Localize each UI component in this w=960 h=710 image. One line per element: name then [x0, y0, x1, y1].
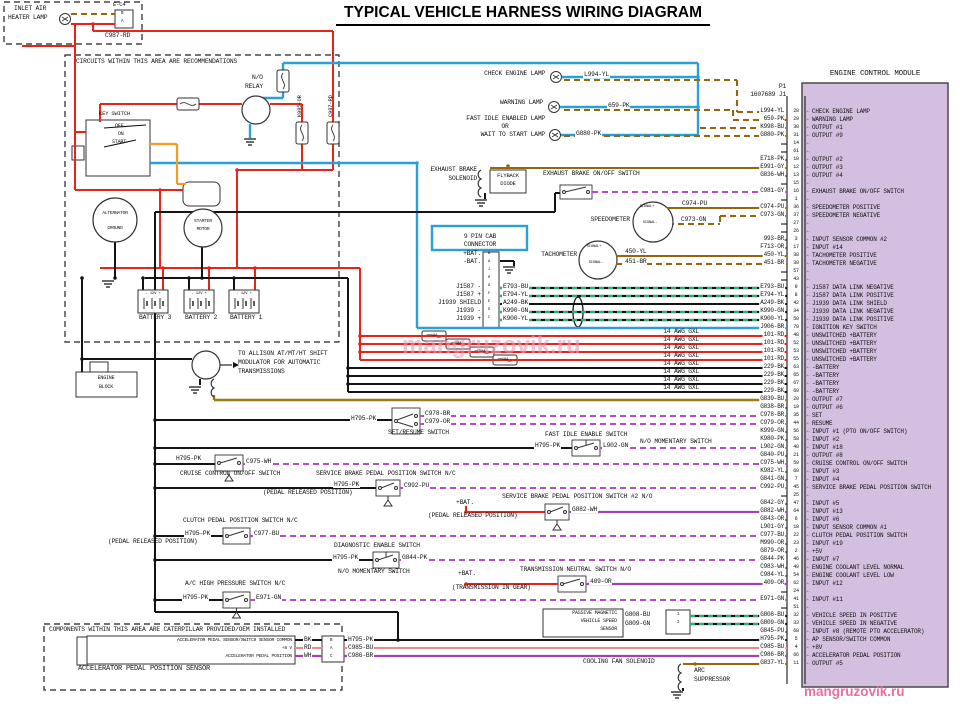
junction-dot [153, 534, 157, 538]
ac-pressure-switch-icon [231, 611, 242, 619]
junction-dot [153, 462, 157, 466]
check-engine-lamp-icon [552, 74, 560, 80]
service-brake-switch2-icon [552, 523, 562, 531]
accel-pedal-sensor-box [86, 635, 296, 665]
junction-dot [113, 276, 117, 280]
cruise-switch-icon [224, 474, 234, 482]
ac-pressure-switch-icon [227, 594, 245, 601]
wire [103, 139, 137, 148]
junction-dot [253, 266, 257, 270]
ac-pressure-switch-icon [244, 598, 248, 602]
set-resume-switch-icon [396, 413, 414, 421]
service-brake-switch2-icon [563, 510, 567, 514]
cruise-switch-icon [237, 461, 241, 465]
flyback-diode-box [489, 169, 527, 194]
junction-dot [91, 22, 95, 26]
ground-icon [189, 386, 201, 394]
junction-dot [464, 582, 468, 586]
warning-lamp-icon [550, 104, 558, 110]
arc-suppressor-resistor-icon [210, 378, 216, 398]
exhaust-brake-solenoid-icon [477, 169, 483, 198]
e-c4-connector [114, 9, 134, 29]
junction-dot [153, 598, 157, 602]
junction-dot [153, 558, 157, 562]
set-resume-switch-icon [396, 421, 414, 428]
junction-dot [158, 188, 162, 192]
shift-modulator-relay-icon [191, 350, 221, 380]
junction-dot [464, 510, 468, 514]
cruise-switch-icon [219, 457, 238, 464]
set-resume-switch-icon [394, 419, 398, 423]
junction-dot [153, 418, 157, 422]
ecm-box [801, 82, 949, 688]
vehicle-speed-sensor-box [542, 608, 624, 638]
service-brake-switch-icon [380, 482, 395, 489]
inlet-air-heater-lamp-icon [61, 16, 69, 22]
junction-dot [161, 266, 165, 270]
ground-icon [102, 280, 114, 288]
alternator-icon [92, 197, 138, 243]
tachometer-icon [578, 240, 618, 280]
junction-dot [696, 105, 700, 109]
cooling-fan-solenoid-icon [677, 663, 683, 692]
junction-dot [200, 276, 204, 280]
junction-dot [232, 276, 236, 280]
fast-idle-switch-icon [594, 446, 598, 450]
accel-pedal [76, 636, 88, 666]
starter-motor-icon [183, 208, 223, 248]
engine-block-box [75, 371, 138, 398]
starter-solenoid [182, 181, 221, 207]
set-resume-switch-icon [414, 422, 418, 426]
exhaust-brake-switch-icon [564, 186, 587, 193]
service-brake-switch2-icon [549, 506, 564, 513]
junction-dot [80, 357, 84, 361]
junction-dot [415, 161, 419, 165]
wire [103, 124, 147, 129]
junction-dot [141, 276, 145, 280]
clutch-switch-icon [244, 534, 248, 538]
clutch-switch-icon [227, 530, 245, 537]
diagnostic-switch-icon [393, 558, 397, 562]
junction-dot [506, 164, 510, 168]
ground-icon [503, 266, 515, 274]
service-brake-switch-icon [383, 499, 393, 507]
ground-icon [475, 199, 487, 207]
nine-pin-cab-connector [482, 251, 500, 329]
set-resume-switch-icon [414, 414, 418, 418]
fast-idle-lamp-icon [551, 132, 559, 138]
vss-connector [665, 609, 691, 635]
diagnostic-switch-icon [377, 554, 394, 561]
fuse-icon [331, 124, 335, 142]
junction-dot [153, 446, 157, 450]
transmission-neutral-switch-icon [562, 578, 581, 585]
key-switch-box [85, 119, 151, 177]
transmission-neutral-switch-icon [580, 582, 584, 586]
exhaust-brake-switch-icon [586, 190, 590, 194]
fuse-icon [179, 102, 197, 106]
fuse-icon [300, 124, 304, 142]
arrow-icon [233, 362, 239, 368]
cab-connector-loop [430, 224, 529, 252]
engine-block-tab [89, 361, 109, 373]
fast-idle-switch-icon [576, 442, 595, 449]
accel-pedal-connector [321, 635, 345, 663]
junction-dot [187, 276, 191, 280]
junction-dot [235, 168, 239, 172]
speedometer-icon [632, 201, 674, 243]
service-brake-switch-icon [394, 486, 398, 490]
key-switch-connector [71, 145, 85, 161]
ground-icon [671, 691, 683, 699]
junction-dot [80, 276, 84, 280]
junction-dot [696, 75, 700, 79]
relay-icon [241, 95, 271, 125]
junction-dot [153, 486, 157, 490]
ground-icon [244, 138, 256, 146]
junction-dot [207, 266, 211, 270]
fuse-icon [281, 72, 285, 90]
